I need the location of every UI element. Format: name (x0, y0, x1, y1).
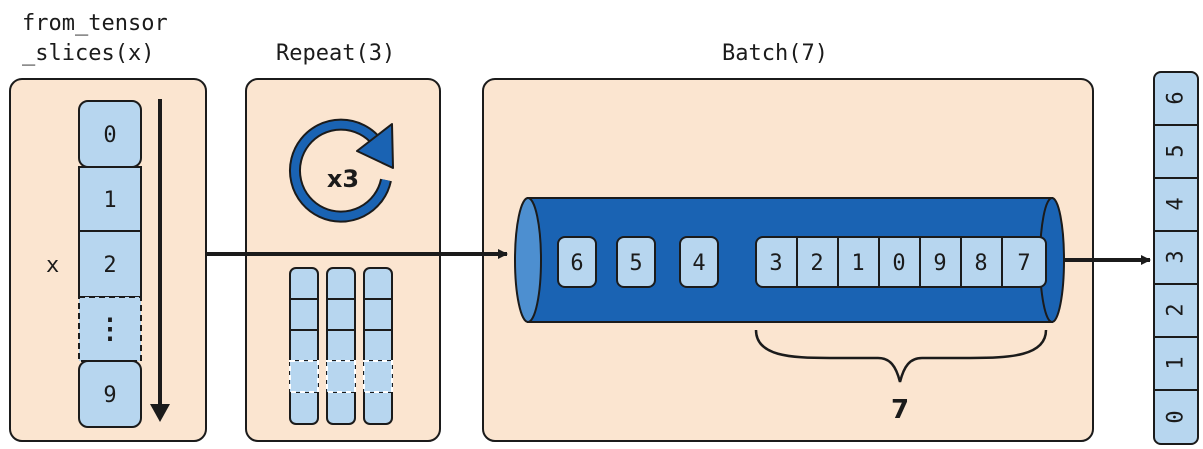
batch-size-label: 7 (891, 395, 909, 425)
x-cell-ellipsis-glyph: ⋮ (96, 312, 124, 345)
batch-size-brace (754, 329, 1048, 383)
repeat-title: Repeat(3) (276, 41, 395, 66)
x-cell-value: 9 (103, 383, 116, 408)
from-tensor-title-line1: from_tensor (22, 11, 168, 36)
pipe-element-value: 5 (629, 251, 642, 276)
pipe-element-value: 6 (570, 251, 583, 276)
repeat-count-label: x3 (327, 165, 359, 193)
batch-element-value: 8 (974, 251, 987, 276)
pipe-element (679, 236, 719, 288)
repeated-column (363, 267, 393, 425)
repeated-column (326, 267, 356, 425)
pipe-single-elements: 6 5 4 (557, 236, 719, 288)
repeated-columns (289, 267, 393, 425)
from-tensor-title-line2: _slices(x) (22, 41, 154, 66)
x-cell (78, 360, 142, 428)
batch-element-value: 0 (892, 251, 905, 276)
x-cell-ellipsis (78, 296, 142, 362)
repeated-column (289, 267, 319, 425)
output-element-value: 6 (1164, 91, 1189, 104)
pipe-element (557, 236, 597, 288)
output-element-value: 2 (1164, 303, 1189, 316)
batch-element-value: 1 (851, 251, 864, 276)
x-cell (78, 230, 142, 298)
x-cell-value: 0 (103, 123, 116, 148)
pipe-element-value: 4 (692, 251, 705, 276)
batch-element-value: 7 (1017, 251, 1030, 276)
batch-element-value: 3 (769, 251, 782, 276)
x-label: x (46, 253, 59, 278)
pipe-batch: 3 2 1 0 9 8 7 (755, 236, 1047, 288)
output-element-value: 5 (1164, 144, 1189, 157)
repeat-cycle-icon (289, 118, 394, 223)
x-cell-value: 2 (103, 253, 116, 278)
x-cell-value: 1 (103, 188, 116, 213)
output-batch: 6 5 4 3 2 1 0 (1153, 71, 1199, 445)
output-element-value: 3 (1164, 250, 1189, 263)
batch-element-value: 2 (810, 251, 823, 276)
output-element-value: 1 (1164, 356, 1189, 369)
x-cell (78, 166, 142, 232)
output-element-value: 0 (1164, 410, 1189, 423)
batch-title: Batch(7) (722, 41, 828, 66)
tensor-x-column: 0 1 2 ⋮ 9 (78, 100, 142, 428)
output-element-value: 4 (1164, 197, 1189, 210)
pipe-element (616, 236, 656, 288)
iteration-arrow-head (150, 404, 170, 422)
batch-element-value: 9 (933, 251, 946, 276)
